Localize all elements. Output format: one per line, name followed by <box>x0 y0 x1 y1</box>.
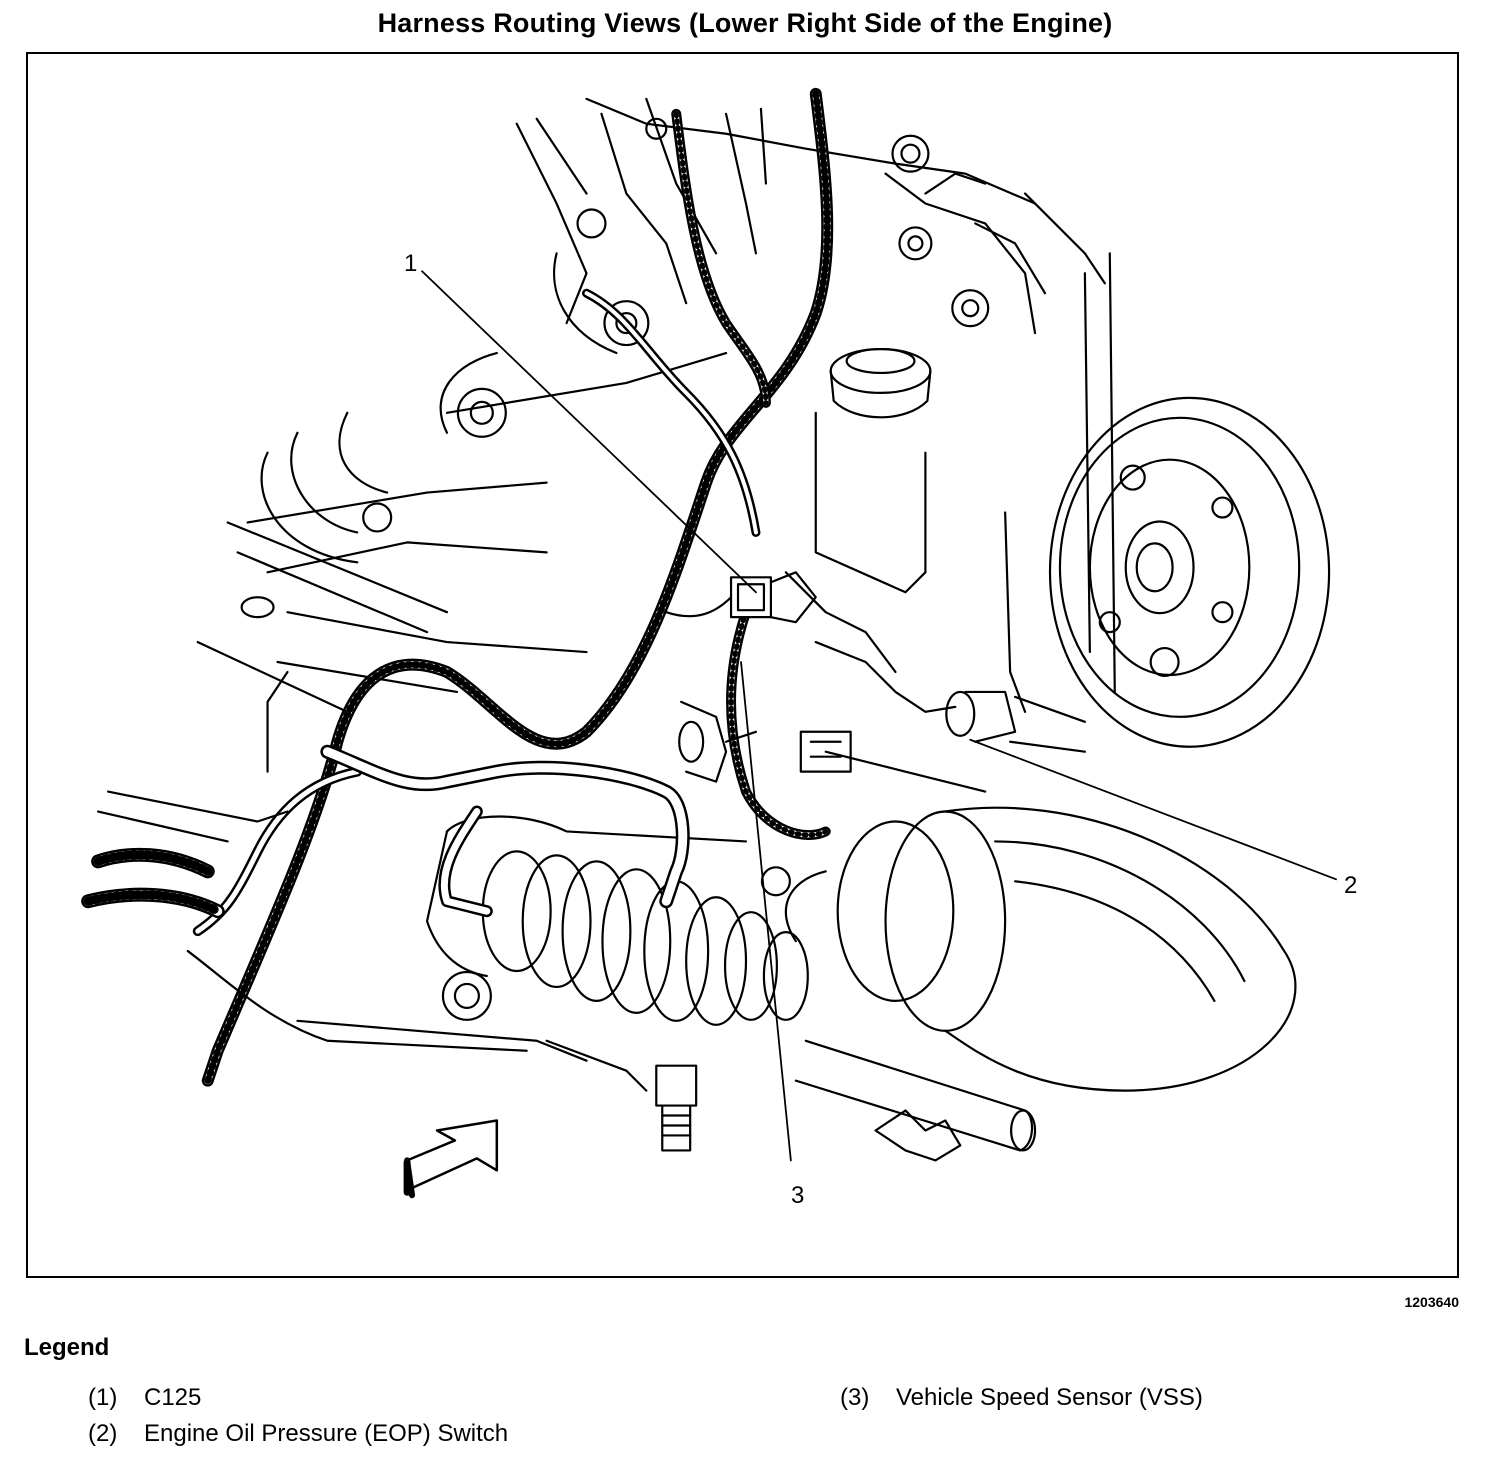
legend-item-text: Engine Oil Pressure (EOP) Switch <box>144 1420 509 1447</box>
steering-rack-boot <box>425 815 1037 1152</box>
engine-block-upper <box>246 97 1106 694</box>
wiring-harness <box>192 87 834 1087</box>
accessory-pulley <box>1004 252 1331 748</box>
transaxle-housing <box>760 750 1297 1092</box>
lower-stud <box>655 1064 962 1162</box>
callout-label-2: 2 <box>1344 872 1358 899</box>
view-orientation-arrow <box>403 1119 499 1199</box>
legend-item-eop-switch: (2) Engine Oil Pressure (EOP) Switch <box>88 1420 508 1448</box>
oil-filler-cap <box>814 347 932 594</box>
eop-switch <box>799 640 1086 773</box>
figure-number: 1203640 <box>1404 1294 1459 1310</box>
c125-connector <box>665 571 897 674</box>
legend-heading: Legend <box>24 1334 110 1361</box>
callout-label-1: 1 <box>404 250 418 277</box>
coolant-hoses <box>81 521 648 1092</box>
legend-item-vss: (3) Vehicle Speed Sensor (VSS) <box>840 1384 1203 1412</box>
legend-item-text: Vehicle Speed Sensor (VSS) <box>896 1384 1203 1411</box>
callout-label-3: 3 <box>791 1182 805 1209</box>
diagram-title: Harness Routing Views (Lower Right Side … <box>377 8 1113 38</box>
legend-item-text: C125 <box>144 1384 202 1411</box>
legend-item-number: (1) <box>88 1384 118 1411</box>
illustration-frame <box>26 52 1459 1278</box>
engine-illustration <box>81 87 1337 1199</box>
legend-item-c125: (1) C125 <box>88 1384 201 1412</box>
legend-item-number: (2) <box>88 1420 118 1447</box>
legend-item-number: (3) <box>840 1384 870 1411</box>
power-steering-line <box>320 744 690 918</box>
mounting-bolts <box>362 117 990 1021</box>
callout-leaders <box>421 270 1337 1162</box>
vehicle-speed-sensor <box>678 700 758 783</box>
